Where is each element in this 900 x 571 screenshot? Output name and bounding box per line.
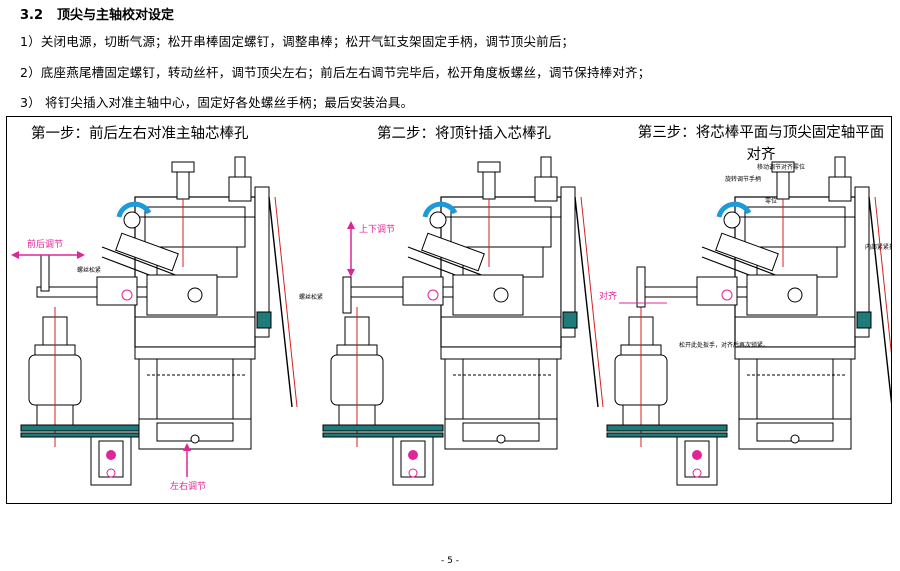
section-title: 顶尖与主轴校对设定 (57, 8, 175, 23)
section-heading: 3.2 顶尖与主轴校对设定 (20, 4, 174, 23)
machine-drawings: 前后调节 左右调节 螺丝松紧 上下调节 螺丝松紧 对齐 移动调节对齐零位 旋转调… (11, 117, 891, 492)
machine-drawing-1 (11, 157, 297, 486)
label-rotate-adjust: 旋转调节手柄 (725, 175, 761, 183)
label-internal-screw: 内部紧紧扳手，对齐后再松开。 (865, 243, 891, 251)
alignment-figure: 第一步：前后左右对准主轴芯棒孔 第二步：将顶针插入芯棒孔 第三步：将芯棒平面与顶… (6, 116, 892, 504)
label-up-down: 上下调节 (359, 224, 395, 235)
paragraph-2: 2）底座燕尾槽固定螺钉，转动丝杆，调节顶尖左右；前后左右调节完毕后，松开角度板螺… (20, 65, 651, 80)
step-3-title: 第三步：将芯棒平面与顶尖固定轴平面对齐 (637, 125, 885, 163)
paragraph-1: 1）关闭电源，切断气源；松开串棒固定螺钉，调整串棒；松开气缸支架固定手柄，调节顶… (20, 34, 575, 49)
label-front-back: 前后调节 (27, 238, 63, 250)
machine-drawing-3 (606, 157, 891, 486)
label-left-right: 左右调节 (170, 480, 206, 492)
machine-drawing-2 (322, 157, 603, 486)
label-align: 对齐 (599, 290, 617, 302)
label-loosen-fix: 松开此处扳手，对齐后再次锁紧。 (679, 341, 769, 349)
step-2-title: 第二步：将顶针插入芯棒孔 (377, 126, 551, 142)
paragraph-3: 3） 将钉尖插入对准主轴中心，固定好各处螺丝手柄；最后安装治具。 (20, 95, 414, 110)
label-screw-2: 螺丝松紧 (299, 293, 323, 301)
label-zero: 零位 (765, 197, 777, 205)
label-screw-1: 螺丝松紧 (77, 266, 101, 274)
page-number: - 5 - (441, 556, 459, 566)
step-1-title: 第一步：前后左右对准主轴芯棒孔 (31, 126, 249, 142)
label-move-adjust: 移动调节对齐零位 (757, 163, 805, 171)
section-number: 3.2 (20, 8, 44, 23)
